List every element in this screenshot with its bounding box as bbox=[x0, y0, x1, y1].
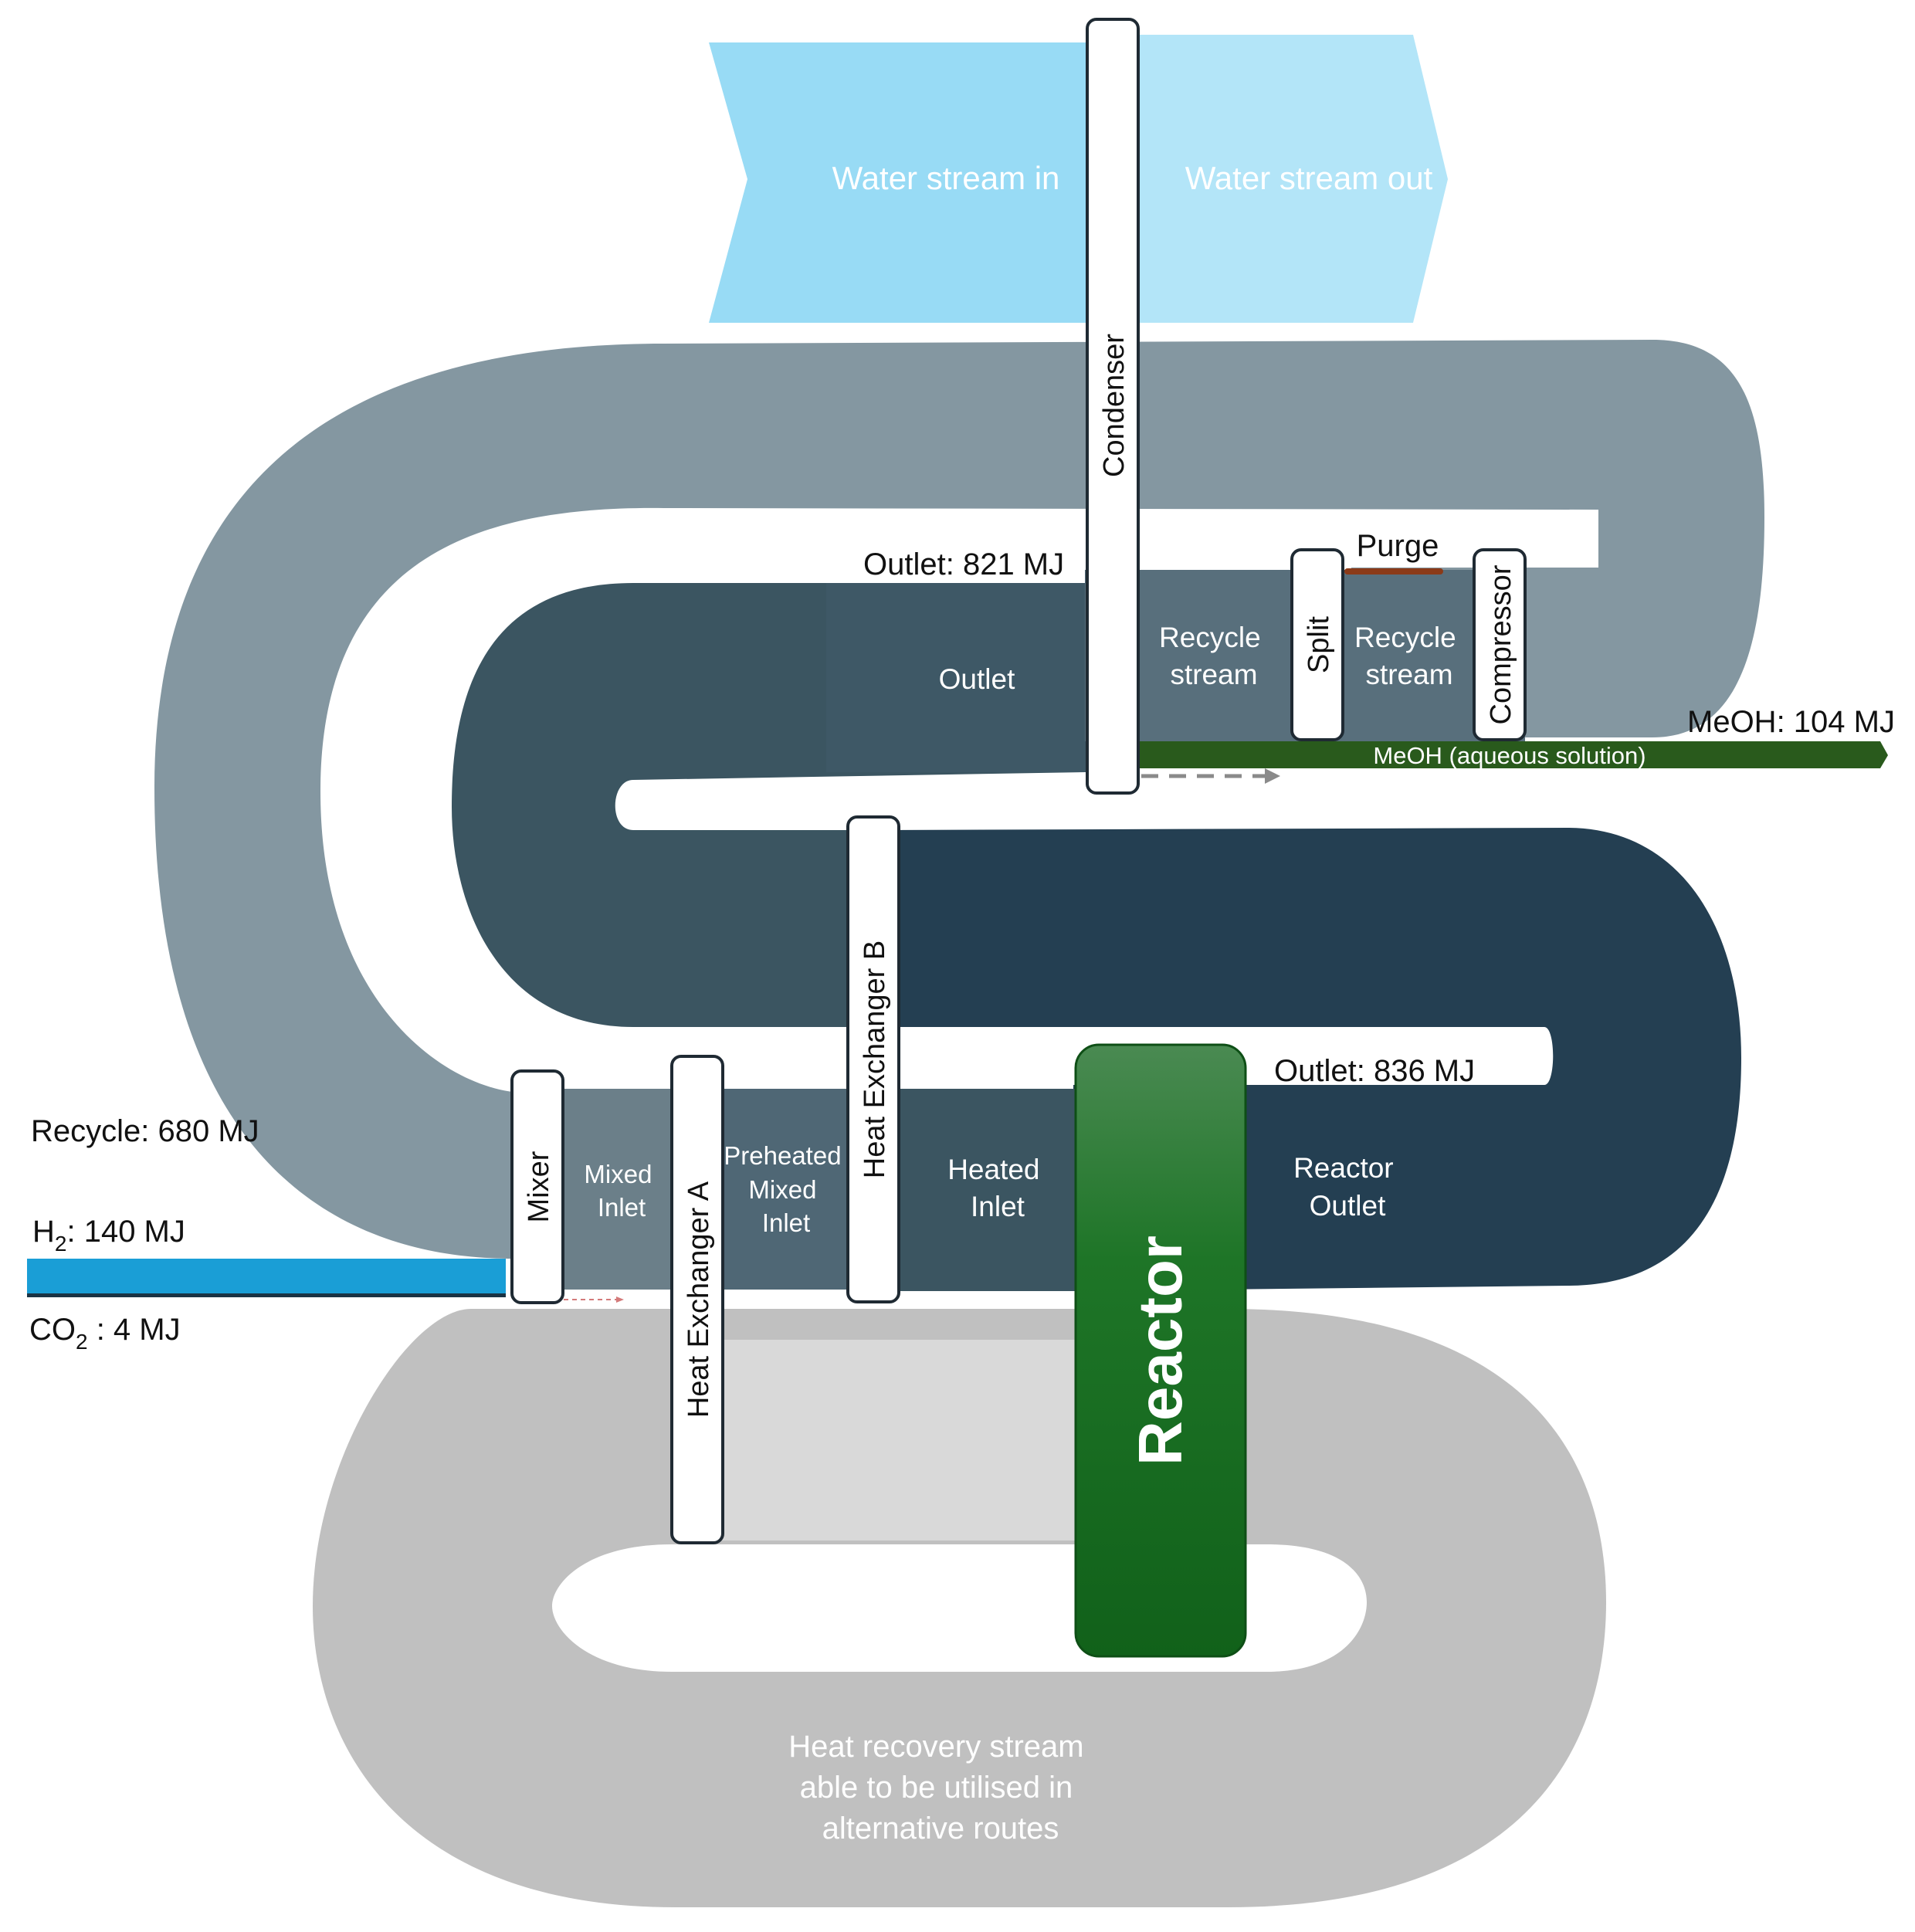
water-stream-in-label: Water stream in bbox=[832, 160, 1060, 196]
preheated-mixed-inlet-line-1: Preheated bbox=[724, 1141, 841, 1170]
heat-recovery-line-3: alternative routes bbox=[822, 1812, 1059, 1846]
mixer-label: Mixer bbox=[523, 1151, 555, 1222]
heat-exchanger-b-label: Heat Exchanger B bbox=[859, 941, 891, 1178]
preheated-inlet-band bbox=[722, 1089, 869, 1290]
recycle-energy-label: Recycle: 680 MJ bbox=[31, 1114, 259, 1148]
purge-label: Purge bbox=[1357, 529, 1439, 563]
mixed-inlet-line-2: Inlet bbox=[598, 1193, 646, 1222]
heat-recovery-loop bbox=[313, 1309, 1606, 1907]
preheated-mixed-inlet-line-3: Inlet bbox=[762, 1208, 810, 1237]
compressor-label: Compressor bbox=[1485, 564, 1517, 724]
outlet-821-label: Outlet: 821 MJ bbox=[863, 547, 1064, 581]
preheated-mixed-inlet-line-2: Mixed bbox=[748, 1175, 816, 1204]
split-unit bbox=[1290, 548, 1344, 741]
reactor-outlet-label: Reactor Outlet bbox=[1293, 1152, 1402, 1222]
condenser-dashed-arrowhead bbox=[1265, 768, 1280, 784]
split-label: Split bbox=[1303, 616, 1335, 673]
water-stream-out-arrow bbox=[1135, 35, 1448, 323]
heat-exchanger-a-label: Heat Exchanger A bbox=[683, 1181, 715, 1418]
meoh-energy-label: MeOH: 104 MJ bbox=[1687, 705, 1895, 739]
recycle-stream-2-line-2: stream bbox=[1365, 659, 1452, 690]
water-stream-out-label: Water stream out bbox=[1185, 160, 1433, 196]
outlet-836-label: Outlet: 836 MJ bbox=[1274, 1054, 1475, 1088]
heat-recovery-inner-band bbox=[722, 1340, 1077, 1541]
condenser-label: Condenser bbox=[1098, 334, 1130, 477]
compressor-unit bbox=[1473, 548, 1527, 741]
meoh-stream-label: MeOH (aqueous solution) bbox=[1373, 742, 1646, 769]
reactor-outlet-line-2: Outlet bbox=[1310, 1190, 1386, 1222]
heat-recovery-line-2: able to be utilised in bbox=[800, 1771, 1073, 1805]
mixed-inlet-line-1: Mixed bbox=[584, 1160, 652, 1188]
heat-recovery-line-1: Heat recovery stream bbox=[788, 1730, 1083, 1764]
heat-recovery-label: Heat recovery stream able to be utilised… bbox=[788, 1730, 1092, 1846]
h2-subscript: 2 bbox=[55, 1232, 67, 1256]
h2-feed-stream bbox=[27, 1259, 506, 1293]
recycle-stream-1-line-1: Recycle bbox=[1159, 622, 1261, 653]
mixed-inlet-label: Mixed Inlet bbox=[584, 1160, 659, 1222]
recycle-stream-1-label: Recycle stream bbox=[1159, 622, 1269, 690]
co2-energy-label: CO2 : 4 MJ bbox=[29, 1313, 181, 1354]
heat-exchanger-a-unit bbox=[670, 1055, 724, 1544]
heated-inlet-label: Heated Inlet bbox=[947, 1154, 1048, 1222]
co2-prefix: CO bbox=[29, 1313, 76, 1347]
recycle-stream-1-line-2: stream bbox=[1170, 659, 1257, 690]
co2-feed-stream bbox=[27, 1293, 506, 1297]
water-stream-in-arrow bbox=[709, 42, 1093, 323]
heated-inlet-band bbox=[869, 1089, 1081, 1291]
co2-subscript: 2 bbox=[76, 1330, 88, 1354]
reactor-label: Reactor bbox=[1126, 1235, 1195, 1466]
mixer-unit bbox=[510, 1069, 564, 1304]
preheated-mixed-inlet-label: Preheated Mixed Inlet bbox=[724, 1141, 848, 1237]
co2-value: : 4 MJ bbox=[88, 1313, 181, 1347]
recycle-stream-2-line-1: Recycle bbox=[1354, 622, 1456, 653]
mixer-dashed-arrowhead bbox=[616, 1296, 624, 1303]
reactor-outlet-line-1: Reactor bbox=[1293, 1152, 1394, 1184]
outlet-band-upper bbox=[826, 583, 1089, 772]
h2-energy-label: H2: 140 MJ bbox=[32, 1215, 185, 1256]
h2-prefix: H bbox=[32, 1215, 55, 1249]
meoh-stream-arrow bbox=[1135, 741, 1888, 768]
heat-exchanger-b-unit bbox=[846, 815, 900, 1303]
reactor-unit bbox=[1074, 1043, 1247, 1658]
h2-value: : 140 MJ bbox=[66, 1215, 185, 1249]
heated-inlet-line-2: Inlet bbox=[971, 1191, 1025, 1222]
recycle-stream-2-label: Recycle stream bbox=[1354, 622, 1464, 690]
heated-inlet-line-1: Heated bbox=[947, 1154, 1039, 1185]
outlet-stream-label: Outlet bbox=[939, 663, 1015, 695]
condenser-unit bbox=[1086, 18, 1140, 795]
